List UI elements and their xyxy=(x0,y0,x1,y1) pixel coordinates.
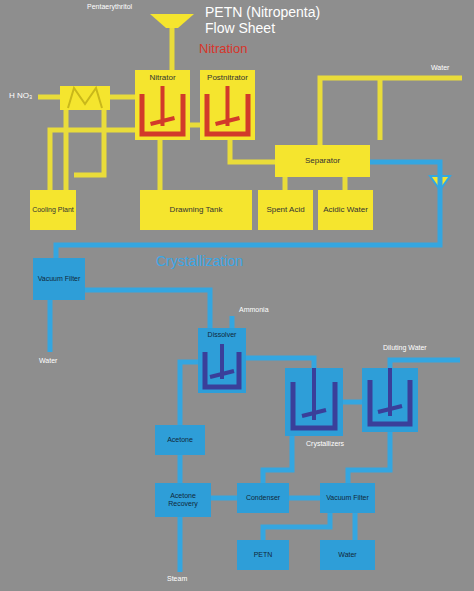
node-text: Condenser xyxy=(244,494,282,502)
pipe-connector xyxy=(50,130,135,190)
diagram-title: PETN (Nitropenta) Flow Sheet xyxy=(205,4,345,36)
feed-label: Diluting Water xyxy=(382,344,428,352)
node-text: PETN xyxy=(252,551,275,559)
feed-label: Pentaerythritol xyxy=(86,3,133,11)
process-box: Vacuum Filter xyxy=(33,258,85,300)
node-text: Drawning Tank xyxy=(168,205,225,214)
node-text: Vacuum Filter xyxy=(36,275,83,283)
feed-label: Ammonia xyxy=(238,306,270,314)
process-box: Spent Acid xyxy=(258,190,313,230)
feed-label: H NO₃ xyxy=(8,91,33,100)
node-text: Water xyxy=(336,551,358,559)
pipe-connector xyxy=(56,162,440,258)
pipe-connector xyxy=(180,362,198,425)
node-text: Dissolver xyxy=(206,331,239,339)
pipe-connector xyxy=(211,496,237,501)
process-box: Acetone xyxy=(155,425,205,455)
node-text: Cooling Plant xyxy=(30,206,76,214)
hopper xyxy=(150,14,194,28)
pipe-connector xyxy=(343,177,348,190)
node-text: Postnitrator xyxy=(205,73,250,82)
reactor-vessel: Postnitrator xyxy=(200,70,255,140)
process-box: Water xyxy=(320,540,375,570)
pipe-connector xyxy=(283,177,288,190)
reactor-vessel: Dissolver xyxy=(198,328,246,393)
reactor-vessel: Nitrator xyxy=(135,70,190,140)
process-box: Drawning Tank xyxy=(140,190,252,230)
process-box: Condenser xyxy=(237,483,289,513)
pipe-connector xyxy=(230,140,275,162)
section-heading: Nitration xyxy=(198,42,248,57)
node-text: Nitrator xyxy=(147,73,177,82)
heat-exchanger xyxy=(60,86,110,110)
feed-label: Water xyxy=(430,64,450,72)
vessel-label: Crystallizers xyxy=(305,440,345,448)
process-box: PETN xyxy=(237,540,289,570)
pipe-connector xyxy=(289,496,320,501)
process-box: Cooling Plant xyxy=(30,190,76,230)
crystallizer-vessel xyxy=(362,368,418,432)
process-box: Acidic Water xyxy=(318,190,373,230)
pipe-connector xyxy=(158,140,163,190)
pipe-connector xyxy=(353,513,358,540)
outlet-label: Water xyxy=(38,357,58,365)
process-box: Separator xyxy=(275,145,370,177)
feed-label: Steam xyxy=(166,575,188,583)
node-text: Spent Acid xyxy=(264,205,306,214)
pipe-connector xyxy=(263,513,330,540)
process-box: Acetone Recovery xyxy=(155,483,211,517)
node-text: Acidic Water xyxy=(321,205,370,214)
node-text: Vacuum Filter xyxy=(324,494,371,502)
pipe-connector xyxy=(85,290,210,328)
process-box: Vacuum Filter xyxy=(320,483,375,513)
pipe-connector xyxy=(190,123,200,128)
crystallizer-vessel xyxy=(285,368,343,436)
node-text: Acetone Recovery xyxy=(155,492,211,508)
node-text: Separator xyxy=(303,156,342,165)
pipe-connector xyxy=(178,455,183,483)
section-heading: Crystallization xyxy=(155,253,244,269)
node-text: Acetone xyxy=(165,436,195,444)
